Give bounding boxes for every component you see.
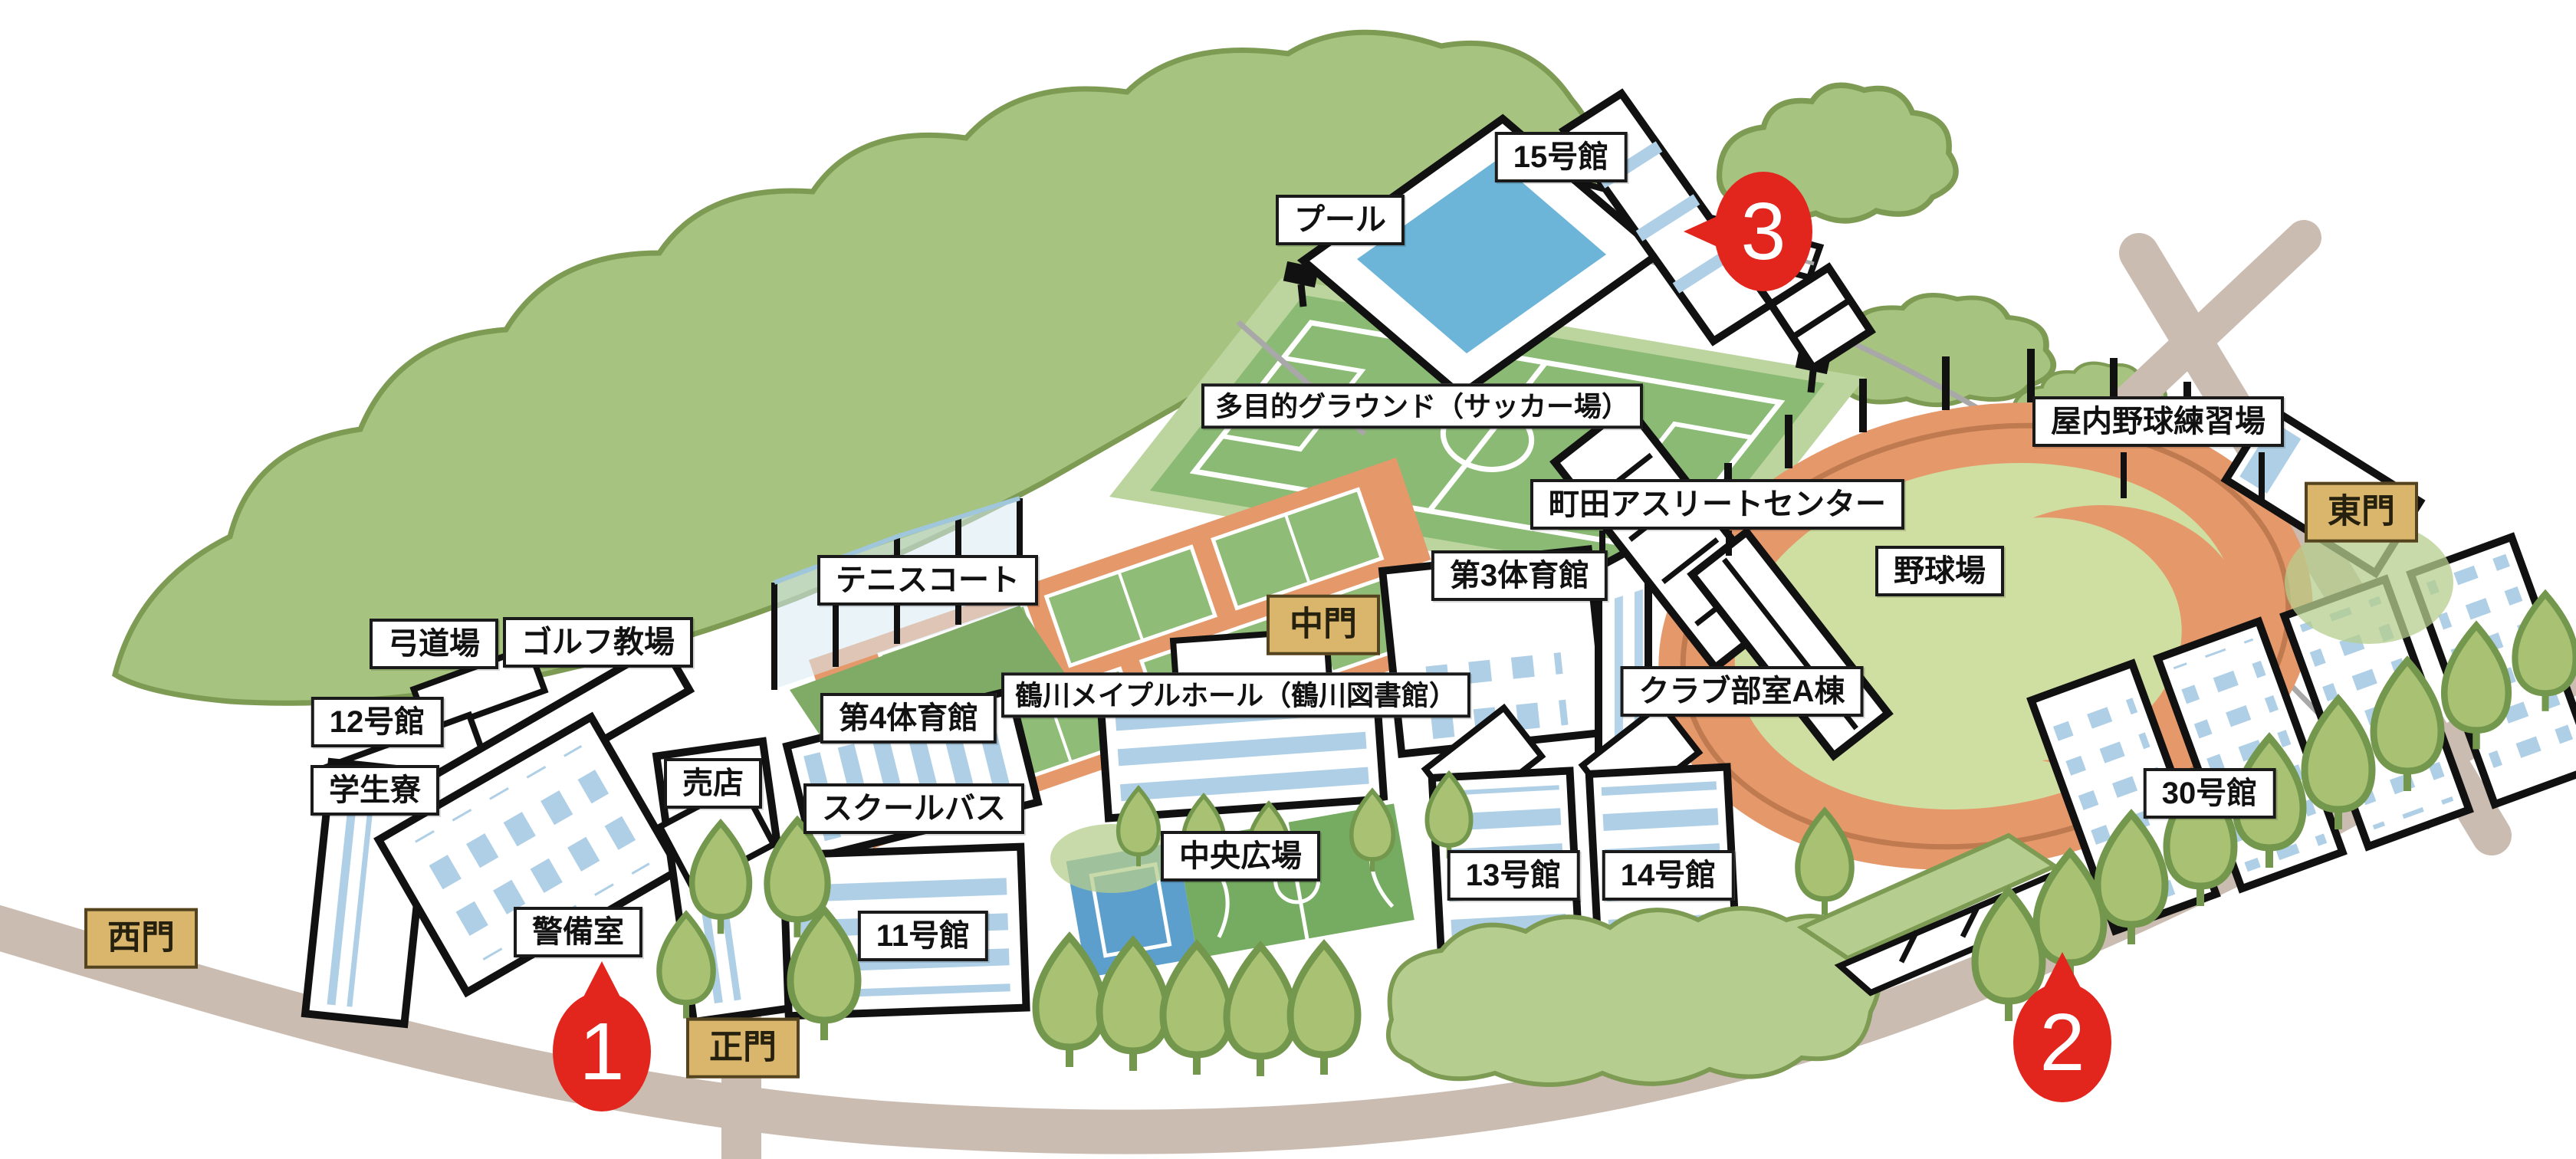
label-indoor-baseball: 屋内野球練習場 <box>2032 396 2284 447</box>
label-building-14: 14号館 <box>1602 850 1735 901</box>
label-building-11: 11号館 <box>857 911 989 961</box>
label-security-office: 警備室 <box>514 907 642 957</box>
label-pool: プール <box>1276 195 1405 245</box>
east-branch-road <box>2095 220 2321 435</box>
marker-1-number: 1 <box>579 1006 625 1097</box>
marker-3: 3 <box>1714 172 1812 291</box>
label-gym4: 第4体育館 <box>820 693 997 744</box>
label-baseball-field: 野球場 <box>1875 546 2004 596</box>
label-building-13: 13号館 <box>1447 850 1580 901</box>
marker-1: 1 <box>553 992 651 1111</box>
marker-3-number: 3 <box>1740 186 1786 277</box>
label-golf: ゴルフ教場 <box>503 617 693 668</box>
label-east-gate: 東門 <box>2305 481 2418 543</box>
marker-2-number: 2 <box>2039 997 2085 1088</box>
grass-patch <box>2285 521 2453 644</box>
label-tennis-court: テニスコート <box>817 555 1038 606</box>
label-school-bus: スクールバス <box>803 783 1024 834</box>
label-athlete-center: 町田アスリートセンター <box>1530 479 1904 530</box>
hedge-row <box>1386 906 1882 1087</box>
label-middle-gate: 中門 <box>1267 594 1380 655</box>
label-building-30: 30号館 <box>2143 768 2276 819</box>
label-main-gate: 正門 <box>686 1017 800 1079</box>
label-shop: 売店 <box>664 758 762 809</box>
slope-ramp <box>1796 832 2091 996</box>
label-west-gate: 西門 <box>84 908 198 969</box>
marker-2: 2 <box>2013 983 2111 1102</box>
pool-area <box>1236 113 1667 436</box>
label-multipurpose-ground: 多目的グラウンド（サッカー場） <box>1201 383 1644 429</box>
label-maple-hall: 鶴川メイプルホール（鶴川図書館） <box>1001 672 1471 718</box>
forest-band <box>111 29 2170 706</box>
label-club-a: クラブ部室A棟 <box>1620 666 1864 717</box>
label-kyudojo: 弓道場 <box>370 619 498 669</box>
label-central-plaza: 中央広場 <box>1161 831 1320 882</box>
label-dorm: 学生寮 <box>310 765 439 816</box>
label-building-15: 15号館 <box>1494 132 1628 182</box>
label-building-12: 12号館 <box>310 697 444 747</box>
label-gym3: 第3体育館 <box>1431 550 1608 601</box>
